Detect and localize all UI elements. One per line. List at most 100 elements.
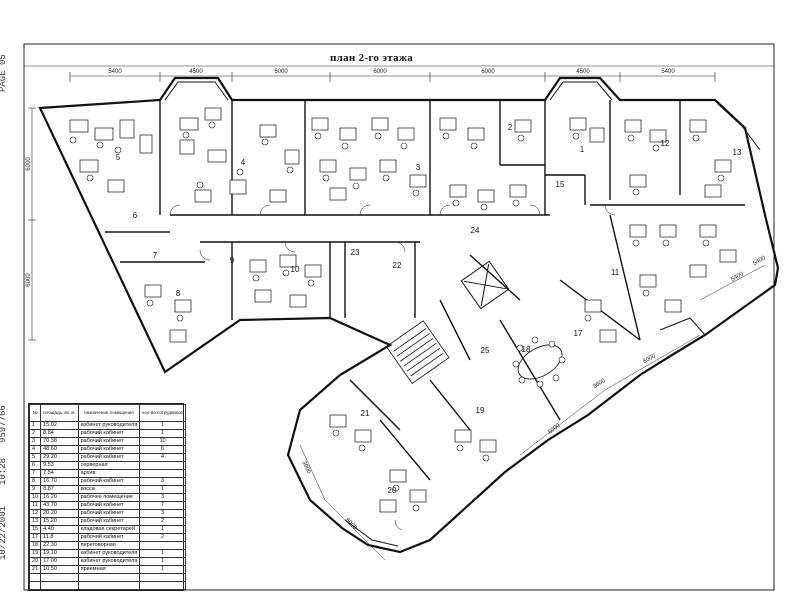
legend-cell-purpose: приемная (77, 565, 141, 574)
top-dimension-label: 6000 (373, 69, 387, 75)
room-number-1: 1 (580, 145, 585, 154)
bay-windows (164, 81, 761, 547)
legend-cell-staff: 1 (139, 565, 186, 574)
legend-cell-area: 43.70 (40, 501, 79, 510)
left-dimension-label: 6000 (26, 157, 32, 171)
top-dimension-chain (69, 72, 716, 82)
legend-cell-number: 2 (28, 429, 42, 438)
door-swings (169, 204, 616, 531)
legend-cell-staff: 4 (139, 453, 186, 462)
room-number-4: 4 (241, 158, 246, 167)
legend-cell-purpose: рабочий кабинет (77, 445, 141, 454)
office-desks (69, 107, 737, 513)
legend-cell-number: 17 (28, 533, 42, 542)
top-dimension-label: 4500 (576, 69, 590, 75)
stairwell (385, 320, 450, 385)
legend-cell-area: 8.84 (40, 429, 79, 438)
legend-cell-area: 70.38 (40, 437, 79, 446)
legend-row (28, 581, 186, 590)
left-dimension-label: 6000 (26, 273, 32, 287)
legend-cell-area: 8.87 (40, 485, 79, 494)
legend-cell-area: 9.53 (40, 461, 79, 470)
legend-cell-purpose (77, 573, 141, 582)
legend-cell-purpose: переговорная (77, 541, 141, 550)
legend-cell-number: 19 (28, 549, 42, 558)
room-number-20: 20 (388, 486, 397, 495)
legend-cell-area (40, 581, 79, 590)
legend-cell-area: 16.20 (40, 493, 79, 502)
legend-cell-area (40, 573, 79, 582)
legend-cell-area: 4.40 (40, 525, 79, 534)
legend-cell-staff (139, 581, 186, 590)
legend-header-purpose: назначение помещения (77, 404, 141, 422)
legend-cell-staff: 6 (139, 445, 186, 454)
legend-cell-number: 4 (28, 445, 42, 454)
legend-cell-purpose: рабочий кабинет (77, 517, 141, 526)
top-dimension-label: 5400 (661, 69, 675, 75)
legend-cell-number: 20 (28, 557, 42, 566)
diagonal-dimension-label: 5400 (752, 255, 767, 267)
interior-walls (105, 100, 745, 481)
legend-cell-number: 1 (28, 421, 42, 430)
room-number-17: 17 (574, 329, 583, 338)
legend-cell-purpose: кладовая секретарей (77, 525, 141, 534)
legend-cell-staff: 1 (139, 429, 186, 438)
legend-cell-purpose: рабочее помещение (77, 493, 141, 502)
room-number-19: 19 (476, 406, 485, 415)
legend-cell-staff: 1 (139, 485, 186, 494)
room-number-6: 6 (133, 211, 138, 220)
diagonal-dimension-lines (299, 264, 766, 561)
legend-cell-staff (139, 469, 186, 478)
legend-cell-number: 12 (28, 509, 42, 518)
legend-cell-purpose: архив (77, 469, 141, 478)
legend-header-number: № (28, 404, 42, 422)
legend-cell-area: 22.30 (40, 541, 79, 550)
room-number-11: 11 (611, 268, 620, 277)
legend-cell-staff: 1 (139, 549, 186, 558)
legend-cell-staff: 1 (139, 421, 186, 430)
legend-cell-purpose: рабочий кабинет (77, 477, 141, 486)
legend-cell-staff: 3 (139, 477, 186, 486)
room-number-25: 25 (481, 346, 490, 355)
legend-header-staff: кол-во сотрудников (139, 404, 186, 422)
top-dimension-label: 6000 (274, 69, 288, 75)
legend-cell-staff: 1 (139, 525, 186, 534)
legend-cell-area: 7.54 (40, 469, 79, 478)
legend-cell-area: 48.60 (40, 445, 79, 454)
legend-cell-area: 29.20 (40, 453, 79, 462)
office-chairs (69, 121, 725, 512)
legend-cell-number (28, 581, 42, 590)
legend-cell-purpose: рабочий кабинет (77, 533, 141, 542)
plan-title: план 2-го этажа (330, 52, 413, 64)
legend-cell-purpose: кабинет руководителя (77, 549, 141, 558)
legend-cell-staff: 7 (139, 501, 186, 510)
top-dimension-label: 6000 (481, 69, 495, 75)
legend-cell-purpose: серверная (77, 461, 141, 470)
top-dimension-label: 4500 (189, 69, 203, 75)
legend-cell-area: 16.70 (40, 477, 79, 486)
legend-cell-area: 11.8 (40, 533, 79, 542)
room-number-9: 9 (230, 256, 235, 265)
legend-cell-area: 20.20 (40, 509, 79, 518)
legend-cell-number: 7 (28, 469, 42, 478)
left-dimension-labels: 6000 6000 (26, 157, 32, 287)
legend-cell-purpose (77, 581, 141, 590)
legend-cell-purpose: рабочий кабинет (77, 453, 141, 462)
room-number-7: 7 (153, 251, 158, 260)
room-number-3: 3 (416, 163, 421, 172)
legend-cell-purpose: рабочий кабинет (77, 429, 141, 438)
legend-cell-purpose: рабочий кабинет (77, 501, 141, 510)
left-dimension-chain (28, 107, 36, 341)
legend-cell-staff: 2 (139, 517, 186, 526)
room-number-23: 23 (351, 248, 360, 257)
legend-cell-number (28, 573, 42, 582)
room-number-5: 5 (116, 153, 121, 162)
